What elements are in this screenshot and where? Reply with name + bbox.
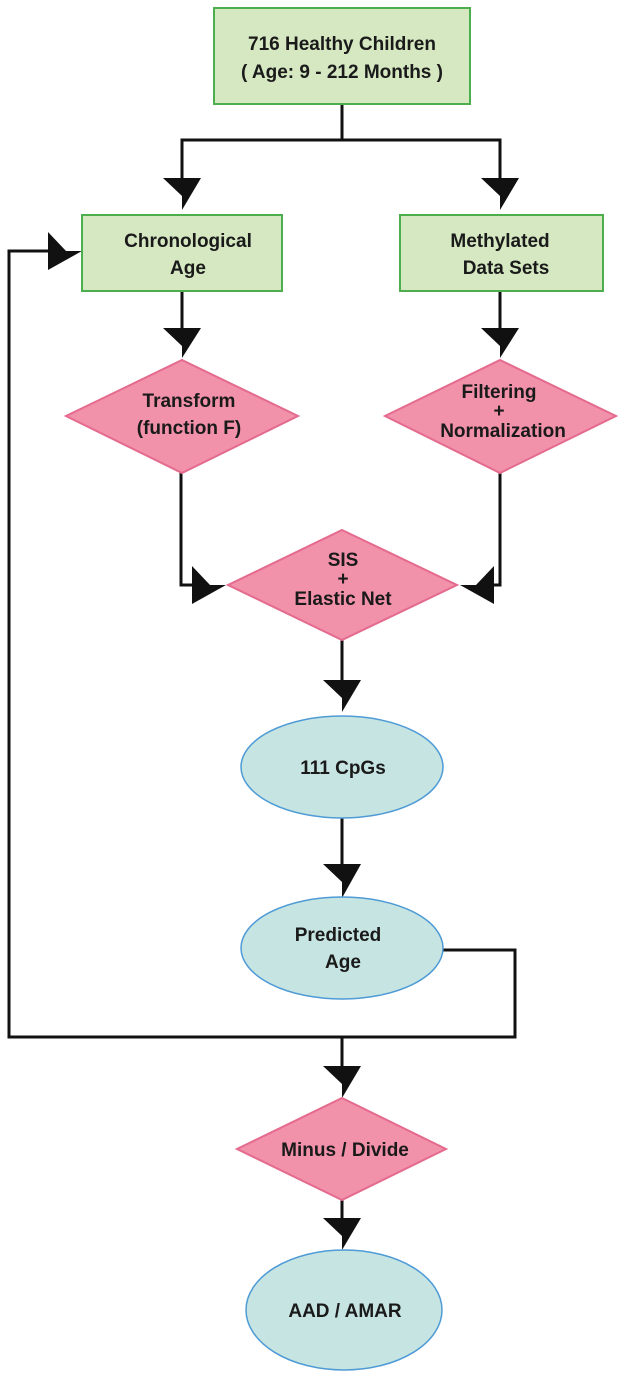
edge-filtering-sis [494,473,502,587]
edge-predicted-loop [7,249,517,1039]
arrowhead-filtering [481,328,519,358]
node-filtering-diamond [382,358,619,475]
node-start-box [213,7,471,105]
node-filtering-line1: Filtering [462,382,537,403]
node-cpgs-ellipse [240,715,444,819]
edges [7,104,519,1250]
node-sis-line3: Elastic Net [294,589,392,610]
arrowhead-aad [323,1218,361,1250]
node-methyl-box [399,214,604,292]
node-sis: SIS + Elastic Net [225,528,460,642]
node-minus-diamond [234,1096,449,1202]
node-methyl-line2: Data Sets [463,258,550,279]
node-chrono-line2: Age [170,258,206,279]
arrowhead-chrono [163,178,201,210]
arrowhead-cpgs [323,680,361,712]
arrowhead-chrono-loop [48,232,82,270]
node-chrono-line1: Chronological [124,231,252,252]
node-filtering-line3: Normalization [440,421,566,442]
node-transform-line1: Transform [143,391,236,412]
arrowhead-minus [323,1066,361,1098]
node-predicted-line2: Age [325,952,361,973]
node-sis-line2: + [337,569,348,590]
node-minus-line1: Minus / Divide [281,1140,409,1161]
arrowhead-methyl [481,178,519,210]
node-methyl-line1: Methylated [450,231,549,252]
node-transform-diamond [63,358,301,475]
node-minus: Minus / Divide [234,1096,449,1202]
node-aad-ellipse [245,1249,443,1371]
node-filtering-line2: + [493,401,504,422]
edge-transform-sis [179,473,196,587]
arrowhead-sis-right [460,566,494,604]
node-transform-line2: (function F) [137,418,241,439]
node-predicted-ellipse [240,896,444,1000]
node-sis-line1: SIS [328,550,359,571]
node-sis-diamond [225,528,460,642]
node-start-line1: 716 Healthy Children [248,34,436,55]
node-start-line2: ( Age: 9 - 212 Months ) [241,62,443,83]
node-cpgs-line1: 111 CpGs [300,758,386,779]
node-methyl: Methylated Data Sets [399,214,604,292]
node-aad-line1: AAD / AMAR [288,1301,402,1322]
arrowhead-transform [163,328,201,358]
node-chrono-box [81,214,283,292]
arrowhead-sis-left [192,566,226,604]
node-predicted: Predicted Age [240,896,444,1000]
node-predicted-line1: Predicted [295,925,382,946]
node-aad: AAD / AMAR [245,1249,443,1371]
node-cpgs: 111 CpGs [240,715,444,819]
node-start: 716 Healthy Children ( Age: 9 - 212 Mont… [213,7,471,105]
arrowhead-predicted [323,864,361,898]
edge-start-split [180,104,344,182]
node-chrono: Chronological Age [81,214,283,292]
node-transform: Transform (function F) [63,358,301,475]
node-filtering: Filtering + Normalization [382,358,619,475]
edge-split-methyl [342,138,502,182]
